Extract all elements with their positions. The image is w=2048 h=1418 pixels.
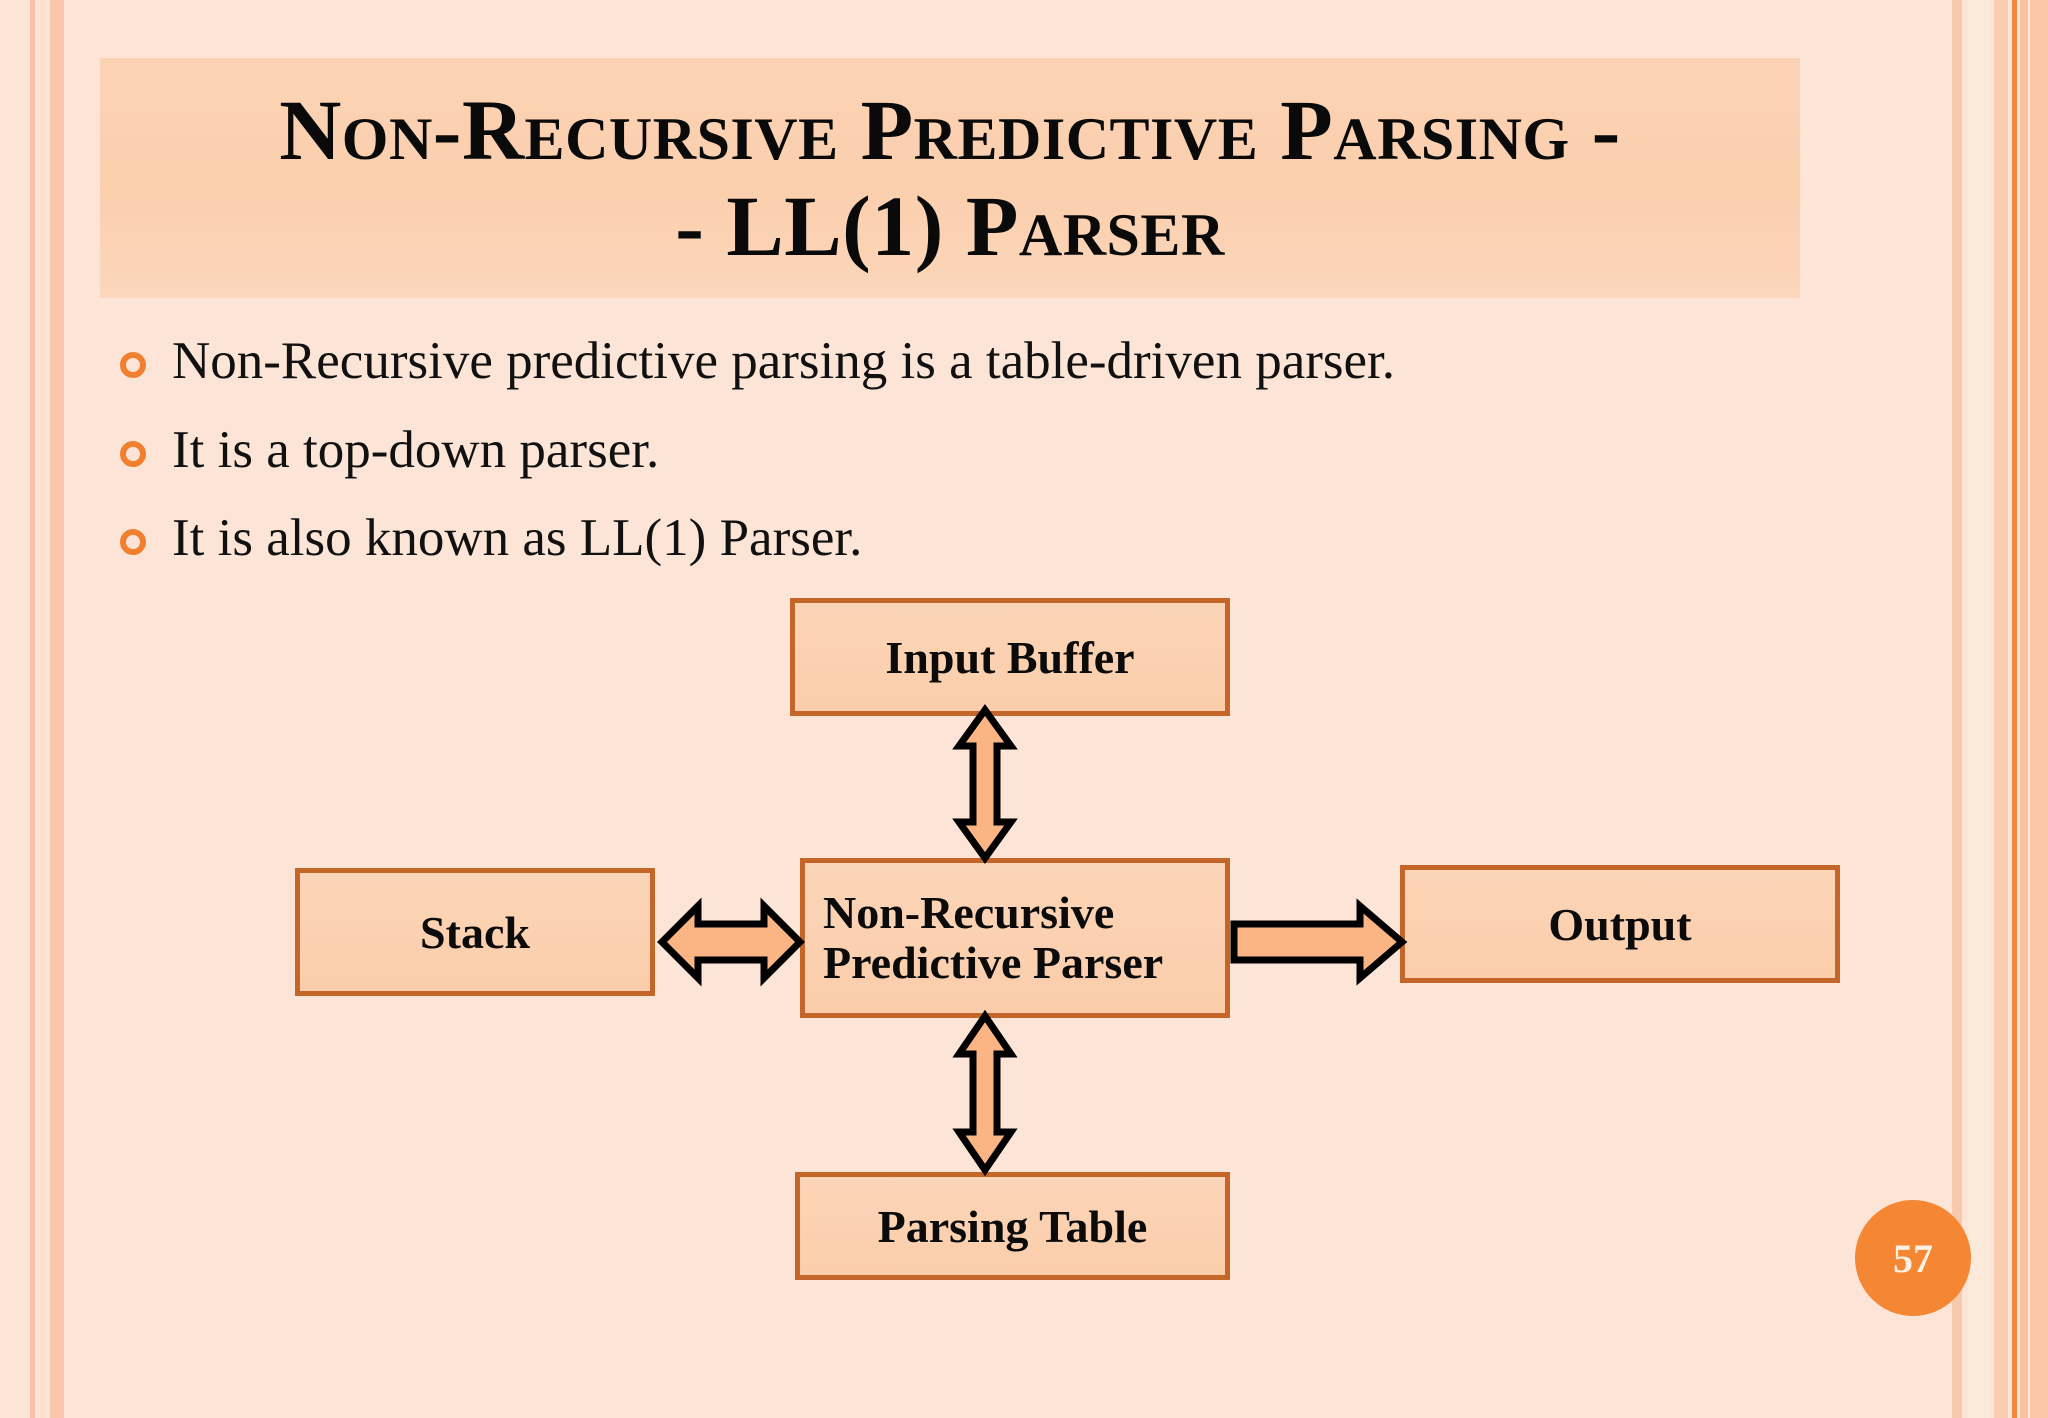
node-label: Output [1548,898,1692,950]
bullet-text: It is a top-down parser. [172,420,660,479]
page-number: 57 [1893,1235,1933,1281]
diagram-node-input-buffer: Input Buffer [790,598,1230,716]
diagram-node-output: Output [1400,865,1840,983]
node-label: Input Buffer [885,631,1135,683]
arrow-parser-output-icon [1230,898,1408,986]
list-item: It is also known as LL(1) Parser. [120,507,1720,570]
page-number-badge: 57 [1855,1200,1971,1316]
arrow-input-buffer-parser-icon [952,704,1018,864]
list-item: Non-Recursive predictive parsing is a ta… [120,330,1720,393]
ring-bullet-icon [120,352,146,378]
diagram-node-parser: Non-Recursive Predictive Parser [800,858,1230,1018]
bullet-text: Non-Recursive predictive parsing is a ta… [172,332,1395,390]
arrow-parser-parsing-table-icon [952,1009,1018,1177]
title-line-2: - LL(1) Parser [675,178,1225,274]
bullet-list: Non-Recursive predictive parsing is a ta… [120,330,1720,596]
diagram-node-parsing-table: Parsing Table [795,1172,1230,1280]
title-line-1: Non-Recursive Predictive Parsing - [279,81,1621,178]
page-title: Non-Recursive Predictive Parsing - - LL(… [100,82,1800,275]
parser-block-diagram: Input Buffer Stack Non-Recursive Predict… [0,590,2048,1310]
ring-bullet-icon [120,529,146,556]
bullet-text: It is also known as LL(1) Parser. [172,509,863,568]
list-item: It is a top-down parser. [120,419,1720,482]
arrow-stack-parser-icon [657,897,805,987]
ring-bullet-icon [120,440,146,467]
node-label: Non-Recursive Predictive Parser [823,887,1164,988]
title-band: Non-Recursive Predictive Parsing - - LL(… [100,58,1800,298]
node-label: Parsing Table [877,1200,1148,1252]
diagram-node-stack: Stack [295,868,655,996]
node-label: Stack [420,906,530,958]
